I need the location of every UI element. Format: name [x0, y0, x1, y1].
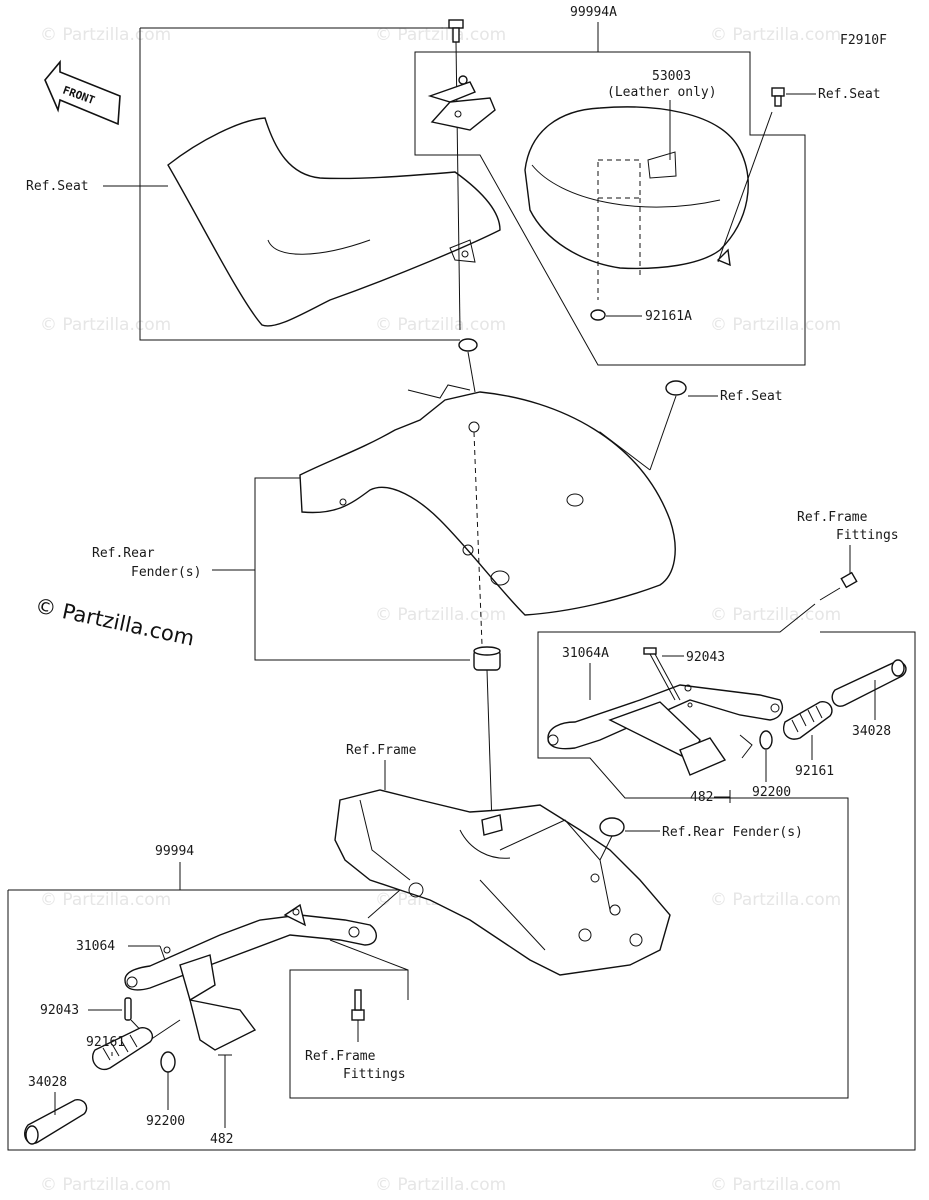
- watermark: © Partzilla.com: [40, 25, 171, 45]
- pin-92043-right: [643, 647, 681, 701]
- rear-fender-group: Ref.Rear Fender(s): [92, 384, 676, 661]
- label-ref-frame-fittings-bot-1: Ref.Frame: [305, 1049, 376, 1064]
- footpeg-rubber-right: [783, 701, 833, 740]
- washer-92200-right: [759, 730, 773, 750]
- watermark: © Partzilla.com: [40, 1175, 171, 1195]
- watermark: © Partzilla.com: [375, 25, 506, 45]
- label-92043-right: 92043: [686, 650, 725, 665]
- footpeg-grip-right: [831, 659, 907, 707]
- label-ref-rear-fender-right: Ref.Rear Fender(s): [662, 825, 803, 840]
- watermark: © Partzilla.com: [375, 1175, 506, 1195]
- washer-92200-left: [160, 1051, 176, 1073]
- label-92200-right: 92200: [752, 785, 791, 800]
- copyright-brand: © Partzilla.com: [33, 593, 197, 650]
- label-99994: 99994: [155, 844, 194, 859]
- collar-right: [599, 817, 625, 837]
- label-482-right: 482: [690, 790, 713, 805]
- watermark: © Partzilla.com: [375, 315, 506, 335]
- label-ref-frame: Ref.Frame: [346, 743, 417, 758]
- label-99994A: 99994A: [570, 5, 617, 20]
- watermark: © Partzilla.com: [40, 315, 171, 335]
- washer-top: [458, 338, 478, 352]
- bolt-left: [351, 989, 365, 1042]
- bolt-rear-seat: Ref.Seat: [717, 87, 881, 263]
- label-92200-left: 92200: [146, 1114, 185, 1129]
- watermark: © Partzilla.com: [710, 25, 841, 45]
- grommet-92161A: 92161A: [590, 309, 692, 324]
- watermark-group: © Partzilla.com © Partzilla.com © Partzi…: [40, 25, 841, 1195]
- front-seat-group: Ref.Seat: [26, 27, 501, 341]
- label-53003: 53003: [652, 69, 691, 84]
- label-31064: 31064: [76, 939, 115, 954]
- label-92043-left: 92043: [40, 1003, 79, 1018]
- bolt-right: [819, 571, 858, 601]
- label-34028-left: 34028: [28, 1075, 67, 1090]
- front-arrow-icon: FRONT: [44, 59, 121, 126]
- rear-seat-group: 99994A 53003 (Leather only): [414, 5, 806, 366]
- collar-bushing: [473, 646, 501, 826]
- label-34028-right: 34028: [852, 724, 891, 739]
- label-ref-seat-left: Ref.Seat: [26, 179, 89, 194]
- label-ref-frame-fittings-top-1: Ref.Frame: [797, 510, 868, 525]
- footpeg-grip-left: [24, 1099, 88, 1145]
- label-ref-rear-fender-2: Fender(s): [131, 565, 201, 580]
- label-92161-right: 92161: [795, 764, 834, 779]
- footpeg-rubber-left: [92, 1027, 154, 1071]
- label-ref-seat-top: Ref.Seat: [818, 87, 881, 102]
- right-footrest-group: Ref.Frame Fittings 31064A 92043: [7, 510, 916, 1151]
- washer-ref-seat: Ref.Seat: [569, 380, 783, 493]
- label-482-left: 482: [210, 1132, 233, 1147]
- pin-92043-left: [124, 997, 132, 1021]
- watermark: © Partzilla.com: [710, 315, 841, 335]
- watermark: © Partzilla.com: [40, 890, 171, 910]
- left-footrest-group: 99994 31064 92043 92161 92200: [8, 844, 409, 1147]
- label-92161A: 92161A: [645, 309, 692, 324]
- diagram-code: F2910F: [840, 33, 887, 48]
- watermark: © Partzilla.com: [710, 890, 841, 910]
- watermark: © Partzilla.com: [710, 605, 841, 625]
- watermark: © Partzilla.com: [710, 1175, 841, 1195]
- frame-group: Ref.Frame Ref.Rear Fender(s): [334, 743, 803, 976]
- label-ref-seat-mid: Ref.Seat: [720, 389, 783, 404]
- label-31064A: 31064A: [562, 646, 609, 661]
- label-ref-rear-fender-1: Ref.Rear: [92, 546, 155, 561]
- label-92161-left: 92161: [86, 1035, 125, 1050]
- watermark: © Partzilla.com: [375, 605, 506, 625]
- label-leather-only: (Leather only): [607, 85, 717, 100]
- label-ref-frame-fittings-top-2: Fittings: [836, 528, 899, 543]
- label-ref-frame-fittings-bot-2: Fittings: [343, 1067, 406, 1082]
